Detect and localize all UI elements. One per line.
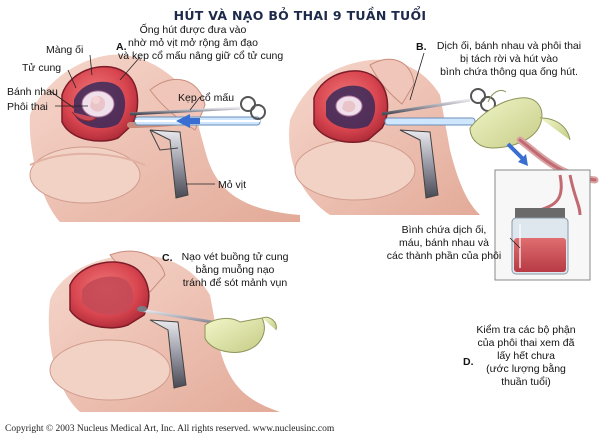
panel-a-letter: A.: [116, 41, 127, 53]
uterus-b: [313, 70, 389, 143]
jar-caption-line: các thành phần của phôi: [386, 250, 502, 262]
collection-jar-illustration: [494, 169, 591, 281]
panel-c-caption: Nạo vét buồng tử cung bằng muỗng nạo trá…: [170, 251, 300, 290]
panel-c-letter: C.: [162, 252, 173, 264]
panel-b-caption: Dịch ối, bánh nhau và phôi thai bị tách …: [424, 40, 594, 79]
panel-d-caption-line: lấy hết chưa: [497, 350, 555, 362]
label-kep-co-mau: Kẹp cổ mấu: [178, 92, 235, 104]
uterus-a: [61, 65, 139, 142]
panel-a-caption: Ống hút được đưa vào nhờ mỏ vịt mở rộng …: [118, 24, 284, 63]
panel-a-caption-line: và kẹp cổ mấu nâng giữ cổ tử cung: [118, 50, 284, 62]
jar-caption-line: máu, bánh nhau và: [399, 237, 489, 249]
panel-a-illustration: [29, 54, 300, 222]
uterus-c: [69, 261, 150, 329]
jar-caption: Bình chứa dịch ối, máu, bánh nhau và các…: [384, 224, 504, 263]
label-tu-cung: Tử cung: [22, 62, 62, 74]
panel-b-caption-line: Dịch ối, bánh nhau và phôi thai: [436, 40, 582, 52]
panel-c-caption-line: Nạo vét buồng tử cung: [181, 251, 289, 263]
copyright-notice: Copyright © 2003 Nucleus Medical Art, In…: [5, 424, 335, 434]
label-phoi-thai: Phôi thai: [7, 101, 48, 113]
panel-a-caption-line: nhờ mỏ vịt mở rộng âm đạo: [128, 37, 258, 49]
panel-d-caption-line: (ước lượng bằng: [486, 363, 566, 375]
panel-d-caption-line: thuần tuổi): [501, 376, 551, 388]
panel-c-caption-line: tránh để sót mảnh vụn: [182, 277, 288, 289]
panel-a-caption-line: Ống hút được đưa vào: [139, 24, 247, 36]
panel-c-illustration: [48, 250, 280, 412]
panel-d-caption-line: của phôi thai xem đã: [477, 337, 575, 349]
panel-c-caption-line: bằng muỗng nạo: [195, 264, 275, 276]
panel-d-letter: D.: [463, 356, 474, 368]
label-banh-nhau: Bánh nhau: [7, 86, 58, 98]
panel-b-caption-line: bình chứa thông qua ống hút.: [440, 66, 578, 78]
label-mang-oi: Màng ối: [46, 44, 84, 56]
panel-b-illustration: [289, 58, 599, 216]
leader-lines: [49, 52, 521, 249]
panel-b-caption-line: bị tách rời và hút vào: [460, 53, 558, 65]
panel-b-letter: B.: [416, 41, 427, 53]
label-mo-vit: Mỏ vịt: [218, 179, 247, 191]
jar-caption-line: Bình chứa dịch ối,: [401, 224, 487, 236]
panel-d-caption-line: Kiểm tra các bộ phận: [476, 324, 576, 336]
page-title: HÚT VÀ NẠO BỎ THAI 9 TUẦN TUỔI: [173, 8, 427, 23]
panel-d-caption: Kiểm tra các bộ phận của phôi thai xem đ…: [462, 324, 590, 389]
